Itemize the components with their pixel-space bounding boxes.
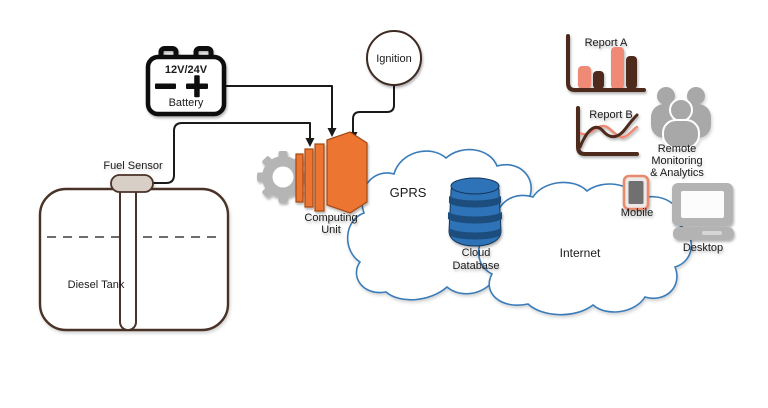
report-a-axes bbox=[566, 34, 646, 92]
ignition-label: Ignition bbox=[376, 53, 411, 65]
cloud-database: Cloud Database bbox=[448, 177, 502, 272]
person-front-body bbox=[662, 119, 700, 149]
person-front-head bbox=[669, 98, 693, 122]
remote-monitoring-label-3: & Analytics bbox=[650, 167, 704, 179]
computing-unit: Computing Unit bbox=[295, 131, 368, 236]
minus-icon bbox=[155, 83, 176, 89]
battery: 12V/24V Battery bbox=[145, 46, 227, 117]
fuel-sensor-head bbox=[110, 174, 154, 193]
unit-slat-1 bbox=[295, 153, 304, 203]
internet-label: Internet bbox=[560, 246, 601, 260]
fuel-sensor-label: Fuel Sensor bbox=[103, 160, 163, 172]
cloud-database-label-1: Cloud bbox=[462, 247, 491, 259]
computing-unit-label-1: Computing bbox=[304, 212, 357, 224]
report-a-bar-4 bbox=[626, 56, 637, 89]
report-a-bar-3 bbox=[611, 47, 624, 89]
report-a-label: Report A bbox=[585, 37, 628, 49]
mobile-screen bbox=[628, 181, 644, 204]
laptop-screen bbox=[681, 191, 724, 218]
remote-monitoring-label-1: Remote bbox=[658, 143, 697, 155]
sensor-to-unit-wire bbox=[151, 122, 311, 184]
diesel-tank-label: Diesel Tank bbox=[68, 279, 125, 291]
db-band-1 bbox=[449, 196, 501, 208]
report-a-bar-1 bbox=[578, 66, 591, 89]
remote-monitoring-label-2: Monitoring bbox=[651, 155, 702, 167]
ignition-to-unit-wire bbox=[352, 84, 395, 133]
diesel-tank: Fuel Sensor Diesel Tank bbox=[38, 160, 230, 332]
desktop-label: Desktop bbox=[683, 242, 723, 254]
report-b-axes bbox=[576, 106, 639, 156]
battery-terminal-right bbox=[193, 46, 214, 58]
battery-voltage-label: 12V/24V bbox=[165, 64, 208, 76]
battery-label: Battery bbox=[169, 97, 204, 109]
ignition: Ignition bbox=[366, 30, 422, 86]
gprs-label: GPRS bbox=[390, 185, 427, 200]
report-b-line-dark bbox=[578, 113, 639, 149]
person-back-left-head bbox=[657, 87, 675, 105]
mobile-label: Mobile bbox=[621, 207, 653, 219]
cloud-database-label-2: Database bbox=[452, 260, 499, 272]
internet-cloud: Internet bbox=[477, 181, 693, 316]
laptop-touchpad bbox=[702, 231, 722, 235]
unit-slat-3 bbox=[314, 143, 325, 212]
db-top bbox=[450, 177, 500, 195]
person-back-right-head bbox=[687, 87, 705, 105]
battery-arrowhead bbox=[327, 128, 337, 137]
plus-icon-vertical bbox=[194, 75, 200, 98]
sensor-probe bbox=[119, 181, 137, 331]
report-b-label: Report B bbox=[589, 109, 632, 121]
unit-prism bbox=[326, 131, 368, 214]
gear-hole bbox=[272, 166, 294, 188]
battery-terminal-left bbox=[158, 46, 179, 58]
db-band-2 bbox=[448, 212, 502, 224]
report-b-chart-icon: Report B bbox=[576, 106, 639, 156]
report-a-bar-2 bbox=[593, 71, 604, 89]
report-a-chart-icon: Report A bbox=[566, 34, 646, 92]
remote-monitoring-group: Remote Monitoring & Analytics bbox=[650, 87, 711, 179]
unit-slat-2 bbox=[304, 148, 314, 208]
desktop-device: Desktop bbox=[672, 183, 734, 254]
ignition-circle bbox=[366, 30, 422, 86]
computing-unit-label-2: Unit bbox=[321, 224, 341, 236]
battery-to-unit-wire bbox=[223, 85, 333, 129]
sensor-arrowhead bbox=[305, 138, 315, 147]
report-b-line-salmon bbox=[578, 124, 639, 139]
mobile-device: Mobile bbox=[621, 174, 653, 219]
db-band-3 bbox=[449, 228, 501, 240]
